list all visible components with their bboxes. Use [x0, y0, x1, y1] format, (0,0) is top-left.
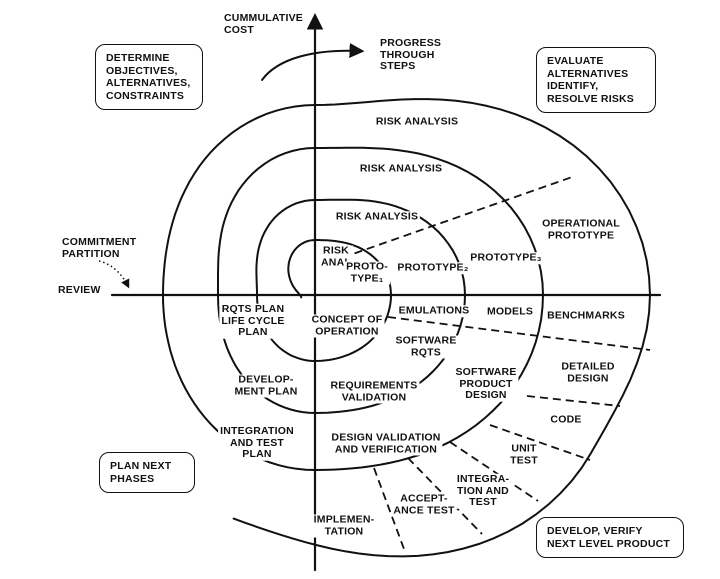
label-software-product-design: SOFTWARE PRODUCT DESIGN	[453, 365, 519, 402]
label-acceptance-test: ACCEPT- ANCE TEST	[391, 492, 457, 517]
progress-arrow	[261, 43, 365, 81]
dashed-divider-unit-integration	[449, 441, 539, 502]
label-rqts-plan: RQTS PLAN LIFE CYCLE PLAN	[219, 302, 287, 339]
label-review: REVIEW	[58, 284, 101, 296]
spiral-path	[161, 98, 652, 558]
label-integration-test-plan: INTEGRATION AND TEST PLAN	[218, 424, 296, 461]
label-integration-and-test: INTEGRA- TION AND TEST	[454, 472, 512, 509]
label-risk-analysis-inner: RISK ANALYSIS	[333, 210, 421, 223]
label-detailed-design: DETAILED DESIGN	[559, 360, 617, 385]
label-risk-analysis-middle: RISK ANALYSIS	[357, 162, 445, 175]
label-operational-prototype: OPERATIONAL PROTOTYPE	[540, 217, 622, 242]
label-cumulative-cost: CUMMULATIVE COST	[224, 12, 303, 36]
label-unit-test: UNIT TEST	[508, 442, 540, 467]
box-evaluate-alternatives: EVALUATE ALTERNATIVES IDENTIFY, RESOLVE …	[536, 47, 656, 113]
label-prototype-2: PROTOTYPE₂	[395, 261, 471, 274]
label-commitment-partition: COMMITMENT PARTITION	[62, 236, 137, 260]
label-prototype-3: PROTOTYPE₃	[468, 251, 544, 264]
dashed-divider-acceptance-implementation	[373, 467, 405, 550]
label-models: MODELS	[484, 305, 536, 318]
box-develop-verify: DEVELOP, VERIFY NEXT LEVEL PRODUCT	[536, 517, 684, 558]
label-design-validation: DESIGN VALIDATION AND VERIFICATION	[329, 431, 443, 456]
label-progress-through-steps: PROGRESS THROUGH STEPS	[380, 37, 442, 72]
label-development-plan: DEVELOP- MENT PLAN	[232, 373, 300, 398]
box-determine-objectives: DETERMINE OBJECTIVES, ALTERNATIVES, CONS…	[95, 44, 203, 110]
label-benchmarks: BENCHMARKS	[545, 309, 627, 322]
label-code: CODE	[548, 413, 584, 426]
label-emulations: EMULATIONS	[396, 304, 472, 317]
label-software-rqts: SOFTWARE RQTS	[393, 334, 459, 359]
dashed-divider-detailed-design-code	[526, 395, 621, 407]
dashed-divider-prototype-band	[329, 175, 576, 263]
label-implementation: IMPLEMEN- TATION	[311, 513, 377, 538]
dashed-divider-code-unit-test	[489, 424, 591, 461]
dashed-divider-benchmarks	[387, 316, 651, 351]
box-plan-next-phases: PLAN NEXT PHASES	[99, 452, 195, 493]
commitment-arrow	[98, 260, 130, 289]
label-requirements-validation: REQUIREMENTS VALIDATION	[328, 379, 420, 404]
label-concept-of-operation: CONCEPT OF OPERATION	[309, 313, 385, 338]
label-risk-analysis-outer: RISK ANALYSIS	[373, 115, 461, 128]
label-prototype-1: PROTO- TYPE₁	[344, 260, 390, 285]
